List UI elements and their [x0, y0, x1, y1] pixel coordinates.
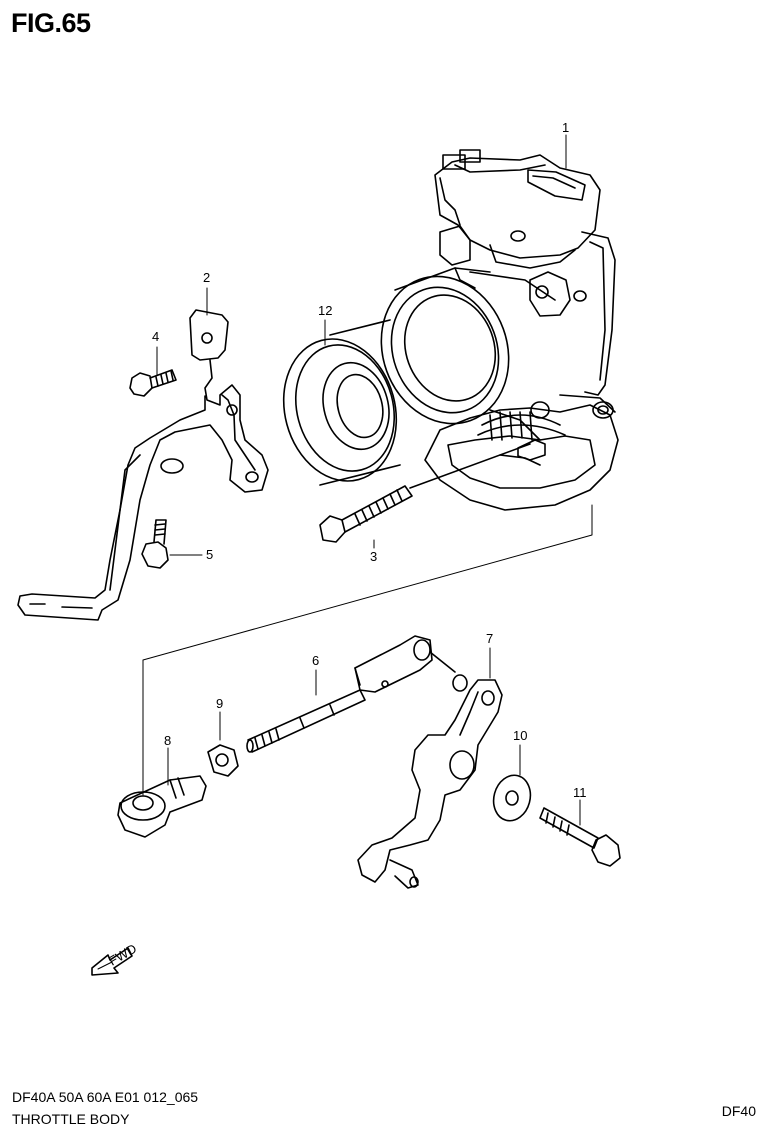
part-number-10: 10: [513, 728, 527, 743]
washer-10: [492, 774, 532, 822]
fwd-arrow-icon: [91, 947, 133, 976]
figure-title: FIG.65: [11, 8, 91, 38]
part-number-2: 2: [203, 270, 210, 285]
part-number-12: 12: [318, 303, 332, 318]
part-number-1: 1: [562, 120, 569, 135]
rod-joint: [354, 635, 468, 693]
part-number-4: 4: [152, 329, 159, 344]
nut-9: [207, 744, 239, 777]
part-number-8: 8: [164, 733, 171, 748]
parts-diagram: FWD 1 2 3 4 5 6 7 8 9 10 11 12: [17, 120, 621, 976]
rod-6: [246, 689, 366, 753]
drawing-code: DF40A 50A 60A E01 012_065: [12, 1089, 199, 1105]
model-label: DF40: [721, 1103, 756, 1119]
bolt-5: [141, 519, 169, 569]
throttle-body: [380, 149, 619, 511]
lever-7: [357, 679, 503, 889]
joint-8: [117, 775, 207, 838]
part-number-9: 9: [216, 696, 223, 711]
fwd-label: FWD: [106, 941, 139, 969]
part-number-6: 6: [312, 653, 319, 668]
bolt-4: [129, 369, 177, 397]
part-number-3: 3: [370, 549, 377, 564]
bolt-11: [539, 807, 621, 867]
leader-lines: [142, 134, 593, 826]
bolt-3: [319, 443, 531, 543]
gasket-12: [282, 319, 401, 486]
part-number-11: 11: [573, 785, 587, 800]
bracket-2: [17, 309, 269, 621]
section-title: THROTTLE BODY: [12, 1111, 130, 1127]
part-number-5: 5: [206, 547, 213, 562]
part-number-7: 7: [486, 631, 493, 646]
